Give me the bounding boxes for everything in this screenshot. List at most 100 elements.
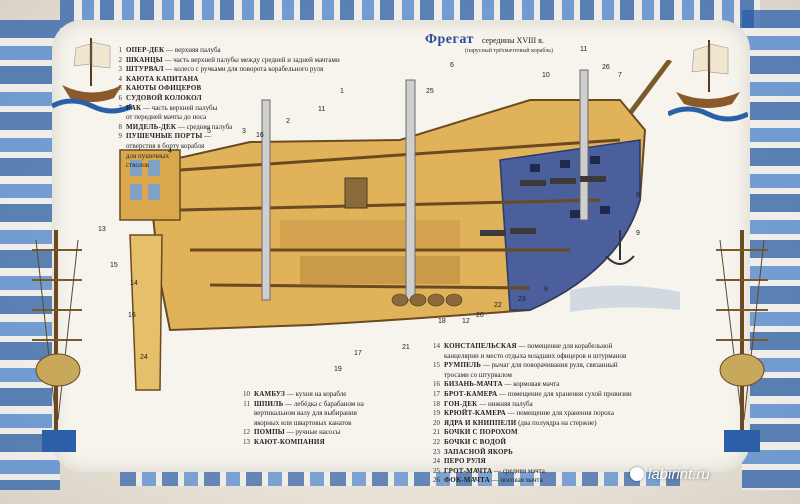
- deck-upper: [179, 138, 621, 172]
- legend-number: 6: [118, 93, 123, 102]
- barrel: [391, 293, 409, 307]
- legend-term: ЗАПАСНОЙ ЯКОРЬ: [444, 447, 513, 456]
- labirint-logo-icon: [630, 467, 644, 481]
- legend-term: ПУШЕЧНЫЕ ПОРТЫ: [126, 132, 203, 141]
- cannon: [580, 176, 606, 182]
- legend-term: КАЮТА КАПИТАНА: [126, 74, 199, 83]
- legend-term: ПОМПЫ: [254, 428, 285, 437]
- legend-term: КОНСТАПЕЛЬСКАЯ: [444, 342, 517, 350]
- legend-description: — рычаг для поворачивания руля, связанны…: [481, 361, 618, 370]
- barrel: [427, 293, 445, 307]
- legend-number: 17: [433, 389, 440, 398]
- sea-water: [570, 285, 680, 312]
- legend-description: — средняя мачта: [492, 466, 545, 475]
- callout-13: 13: [98, 226, 106, 233]
- mizzen-mast: [261, 99, 271, 301]
- gunport: [590, 156, 600, 164]
- spare-anchor: [605, 230, 635, 265]
- hold-shading: [300, 256, 460, 284]
- legend-number: 9: [118, 132, 123, 141]
- legend-description: — часть верхней палубы: [141, 103, 218, 112]
- legend-term: ШТУРВАЛ: [126, 65, 164, 74]
- watermark: labirint.ru: [630, 466, 710, 483]
- legend-term: БОЧКИ С ПОРОХОМ: [444, 428, 518, 437]
- title-subtitle: середины XVIII в.: [481, 36, 544, 45]
- legend-description: — средняя палуба: [176, 122, 233, 131]
- legend-term: ШКАНЦЫ: [126, 55, 163, 64]
- legend-row: якорных или швартовых канатов: [236, 419, 364, 429]
- callout-20: 20: [476, 312, 484, 319]
- cannon: [550, 178, 576, 184]
- legend-description: (два полуядра на стержне): [516, 418, 597, 427]
- legend-number: 14: [433, 342, 440, 350]
- legend-description: вертикальном валу для выбирания: [254, 409, 357, 418]
- title-note: (парусный трёхмачтовый корабль): [465, 48, 553, 54]
- gunport: [560, 160, 570, 168]
- legend-number: 16: [433, 380, 440, 389]
- legend-term: ФОК-МАЧТА: [444, 476, 490, 485]
- corner-rigging-left: [32, 230, 82, 452]
- legend-number: 12: [243, 428, 250, 437]
- legend-term: ГРОТ-МАЧТА: [444, 466, 493, 475]
- callout-2: 2: [286, 118, 290, 125]
- legend-term: КРЮЙТ-КАМЕРА: [444, 409, 506, 418]
- main-mast: [405, 79, 416, 301]
- callout-9a: 9: [636, 192, 640, 199]
- legend-number: 15: [433, 361, 440, 370]
- legend-term: ЯДРА И КНИППЕЛИ: [444, 418, 517, 427]
- callout-12: 12: [462, 318, 470, 325]
- legend-description: — нижняя палуба: [477, 399, 533, 408]
- legend-term: КАЮТ-КОМПАНИЯ: [254, 437, 325, 446]
- legend-term: ГОН-ДЕК: [444, 399, 478, 408]
- legend-description: — часть верхней палубы между средней и з…: [162, 55, 340, 64]
- legend-number: 8: [118, 122, 123, 131]
- cannon: [510, 228, 536, 234]
- legend-row: для пушечных: [108, 152, 340, 162]
- legend-row: вертикальном валу для выбирания: [236, 409, 364, 419]
- legend-number: 22: [433, 437, 440, 446]
- callout-11b: 11: [580, 46, 588, 53]
- legend-number: 5: [118, 84, 123, 93]
- decorative-border-left: [0, 20, 60, 490]
- deck-middle: [179, 198, 601, 212]
- legend-number: 24: [433, 457, 440, 466]
- barrel: [445, 293, 463, 307]
- legend-description: — помещение для хранения пороха: [505, 409, 614, 418]
- legend-description: —: [202, 132, 212, 141]
- callout-5: 5: [207, 128, 211, 135]
- callout-11: 11: [318, 106, 326, 113]
- cannon: [520, 180, 546, 186]
- legend-description: — помещение для хранения сухой провизии: [497, 389, 632, 398]
- legend-row: отверстия в борту корабля: [108, 142, 340, 152]
- legend-row: от передней мачты до носа: [108, 113, 340, 123]
- legend-number: 26: [433, 476, 440, 485]
- legend-term: МИДЕЛЬ-ДЕК: [126, 122, 177, 131]
- callout-6: 6: [450, 62, 454, 69]
- legend-number: 7: [118, 103, 123, 112]
- callout-15: 15: [110, 262, 118, 269]
- legend-description: — верхняя палуба: [164, 46, 221, 54]
- legend-term: КАЮТЫ ОФИЦЕРОВ: [126, 84, 202, 93]
- callout-10: 10: [542, 72, 550, 79]
- legend-row: канцелярии и место отдыха младших офицер…: [426, 352, 632, 362]
- legend-description: — носовая мачта: [489, 476, 543, 485]
- barrels: [391, 293, 463, 307]
- legend-term: СУДОВОЙ КОЛОКОЛ: [126, 93, 202, 102]
- legend-number: 1: [118, 46, 123, 54]
- legend-description: от передней мачты до носа: [126, 113, 207, 122]
